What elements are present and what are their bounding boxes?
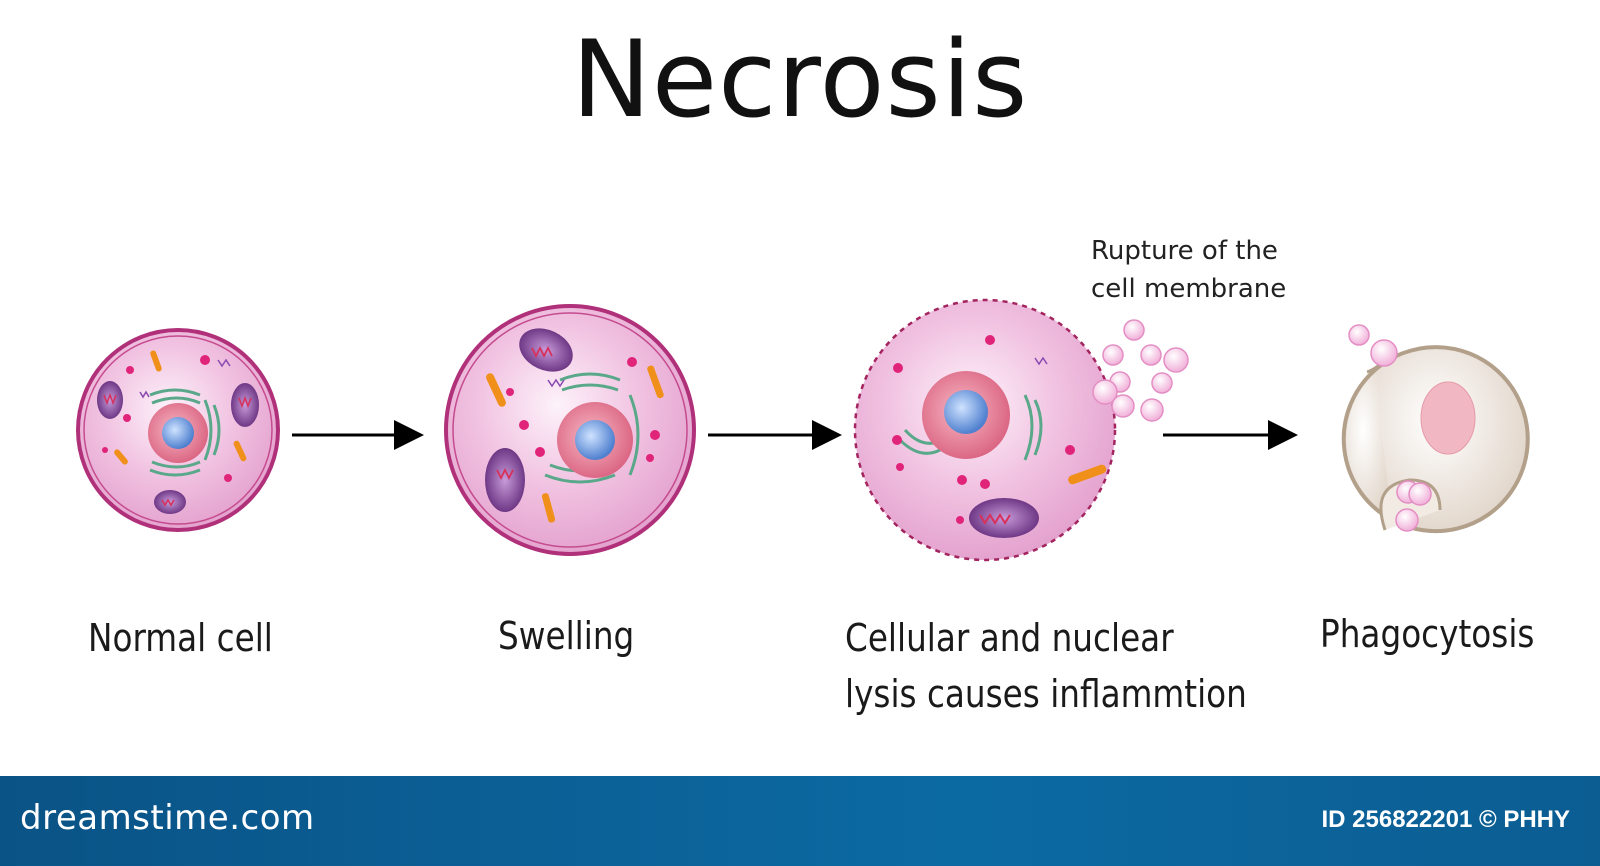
image-id: ID 256822201 © PHHY [1321, 806, 1571, 833]
diagram-title: Necrosis [571, 18, 1029, 141]
footer-bar: dreamstime.com ID 256822201 © PHHY [0, 776, 1600, 866]
normal-cell [76, 328, 280, 532]
phagocyte [1341, 324, 1530, 534]
phagocyte-nucleus [1420, 381, 1476, 455]
stage-label-normal-cell: Normal cell [88, 616, 273, 660]
stage-label-swelling: Swelling [498, 614, 635, 658]
stage-label-lysis-line-2: lysis causes inflammtion [845, 672, 1247, 716]
brand-logo: dreamstime.com [20, 798, 315, 838]
nucleolus [162, 417, 194, 449]
swollen-cell [444, 304, 696, 556]
necrosis-diagram [76, 298, 1530, 562]
endoplasmic-reticulum [149, 388, 221, 477]
stage-label-lysis-line-1: Cellular and nuclear [845, 616, 1174, 660]
cell-content-bubbles [1092, 319, 1189, 422]
stage-label-phagocytosis: Phagocytosis [1320, 612, 1535, 656]
mitochondrion [97, 381, 123, 419]
rupture-annotation: Rupture of the cell membrane [1091, 236, 1287, 304]
mitochondrion [231, 383, 259, 427]
lysing-cell [853, 298, 1117, 562]
